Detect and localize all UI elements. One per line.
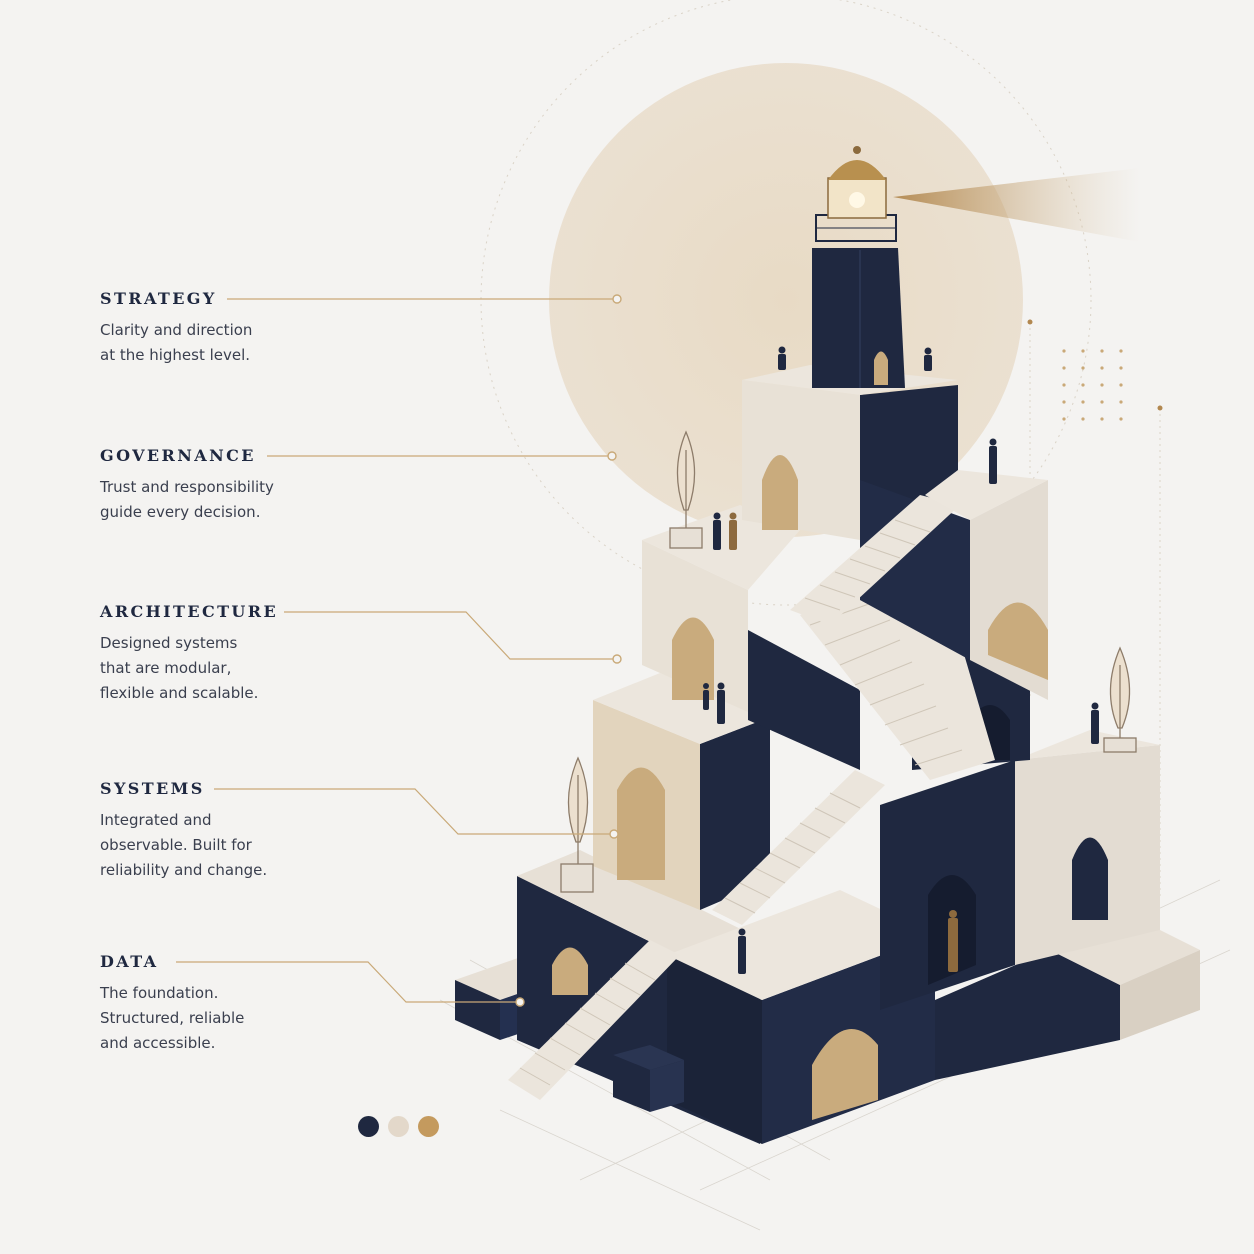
layer-description: Integrated and observable. Built for rel…: [100, 811, 268, 879]
connector-data: [176, 961, 520, 1003]
color-swatches: [358, 1116, 439, 1137]
layer-description: The foundation. Structured, reliable and…: [100, 984, 245, 1052]
orbit-ring: [480, 0, 1092, 606]
swatch-cream: [388, 1116, 409, 1137]
tree-icon: [669, 430, 703, 549]
swatch-gold: [418, 1116, 439, 1137]
layer-architecture: ARCHITECTURE Designed systems that are m…: [100, 602, 278, 706]
layer-title: SYSTEMS: [100, 779, 205, 798]
base-stairs: [508, 940, 680, 1100]
architecture-navy-mid: [748, 630, 860, 770]
base-left-slab-front: [455, 980, 500, 1040]
layer-title: GOVERNANCE: [100, 446, 256, 465]
lighthouse-body: [812, 248, 905, 388]
dot-grid: [1062, 349, 1123, 421]
layer-strategy: STRATEGY Clarity and direction at the hi…: [100, 289, 252, 368]
person-icon: [703, 346, 1099, 974]
layer-description: Designed systems that are modular, flexi…: [100, 634, 259, 702]
swatch-navy: [358, 1116, 379, 1137]
layer-title: DATA: [100, 952, 159, 971]
layer-data: DATA The foundation. Structured, reliabl…: [100, 952, 244, 1056]
connector-systems: [214, 788, 612, 835]
layer-description: Clarity and direction at the highest lev…: [100, 321, 253, 364]
strategy-cream-block: [742, 380, 860, 540]
layer-title: ARCHITECTURE: [100, 602, 279, 621]
connector-architecture: [284, 611, 617, 660]
base-front-face: [667, 955, 762, 1144]
light-beam: [893, 168, 1140, 242]
layer-governance: GOVERNANCE Trust and responsibility guid…: [100, 446, 274, 525]
connector-lines: [176, 298, 617, 1003]
systems-stairs: [712, 770, 885, 925]
lighthouse-dome: [828, 160, 886, 180]
layer-description: Trust and responsibility guide every dec…: [100, 478, 274, 521]
layer-title: STRATEGY: [100, 289, 217, 308]
layer-systems: SYSTEMS Integrated and observable. Built…: [100, 779, 267, 883]
front-arch: [812, 1029, 878, 1120]
